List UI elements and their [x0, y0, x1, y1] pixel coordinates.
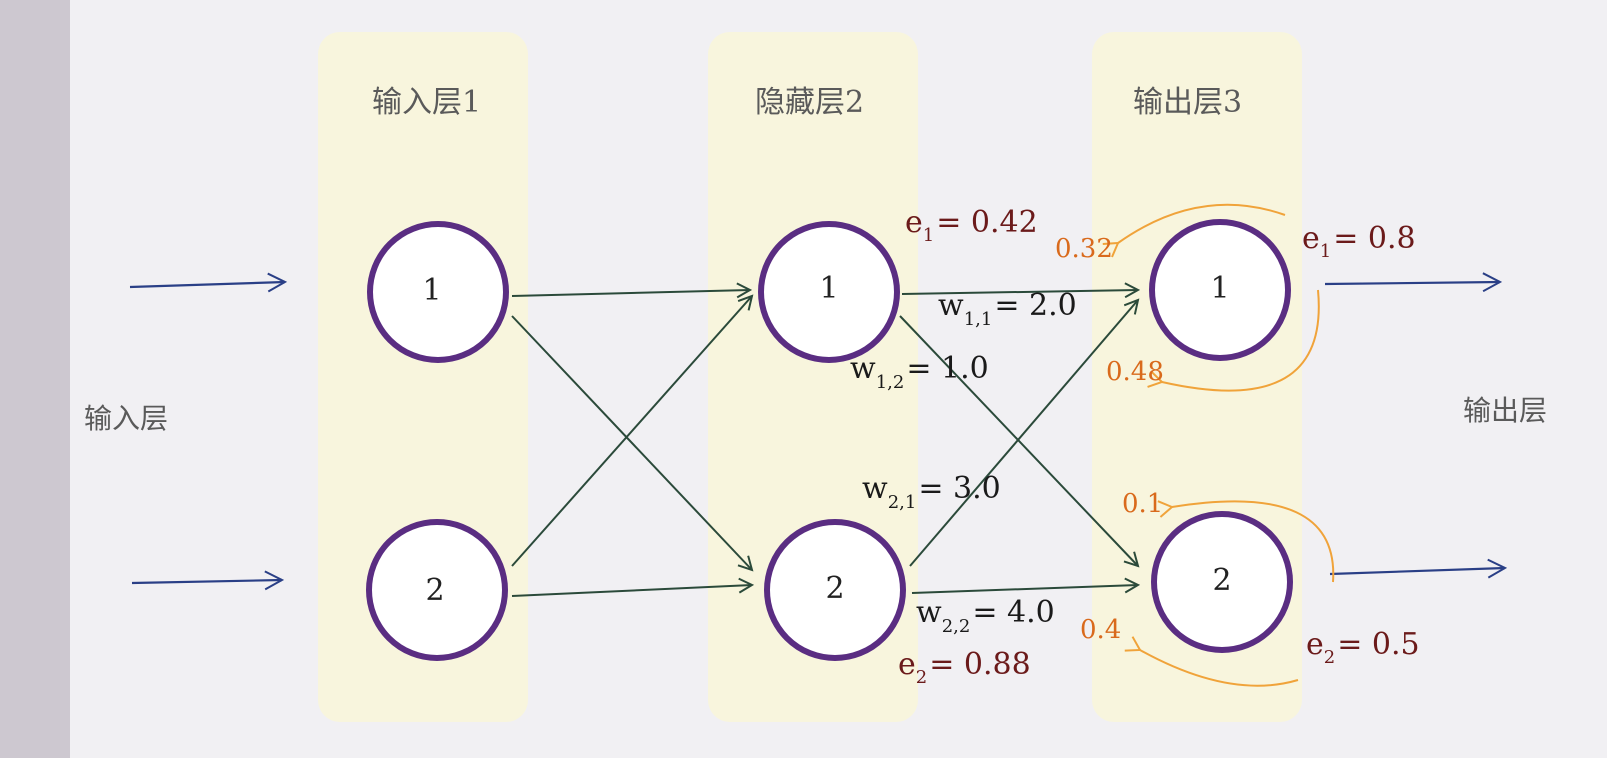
- hidden-error-e1: e1= 0.42: [905, 205, 1038, 246]
- layer-title-input: 输入层1: [372, 85, 481, 120]
- page-shadow: [0, 0, 70, 758]
- link-in2-h2: [511, 585, 752, 597]
- backprop-share-01: 0.1: [1122, 489, 1163, 519]
- backprop-arc-o1-bottom: [1147, 289, 1320, 392]
- backprop-arc-o2-bottom: [1124, 636, 1299, 687]
- output-arrow-1: [1324, 282, 1500, 284]
- input-arrow-1: [129, 282, 285, 287]
- link-h2-o1: [909, 300, 1138, 567]
- weight-w12: w1,2= 1.0: [850, 351, 989, 393]
- link-h2-o2: [911, 585, 1138, 594]
- weight-w11: w1,1= 2.0: [938, 288, 1077, 330]
- node-label: 2: [1212, 563, 1231, 598]
- link-in1-h1: [511, 290, 750, 296]
- link-h1-o2: [899, 315, 1138, 566]
- link-h1-o1: [901, 290, 1138, 294]
- side-label-input: 输入层: [84, 402, 168, 435]
- node-label: 2: [425, 573, 444, 608]
- node-label: 1: [422, 273, 441, 308]
- backprop-share-032: 0.32: [1055, 234, 1113, 264]
- node-label: 1: [1210, 271, 1229, 306]
- side-label-output: 输出层: [1463, 394, 1547, 427]
- backprop-arc-o1-top: [1102, 203, 1286, 258]
- node-hidden-1: 1: [758, 221, 900, 363]
- node-output-2: 2: [1151, 511, 1293, 653]
- link-in2-h1: [511, 296, 752, 567]
- node-output-1: 1: [1149, 219, 1291, 361]
- node-label: 2: [825, 571, 844, 606]
- output-arrow-2: [1329, 568, 1505, 574]
- backprop-arc-o2-top: [1157, 500, 1335, 583]
- layer-title-output: 输出层3: [1133, 85, 1242, 120]
- hidden-error-e2: e2= 0.88: [898, 647, 1031, 688]
- backprop-share-04: 0.4: [1080, 615, 1121, 645]
- node-input-2: 2: [366, 519, 508, 661]
- input-arrow-2: [131, 580, 282, 583]
- weight-w21: w2,1= 3.0: [862, 471, 1001, 513]
- node-hidden-2: 2: [764, 519, 906, 661]
- backprop-share-048: 0.48: [1106, 357, 1164, 387]
- output-error-e2: e2= 0.5: [1306, 627, 1420, 668]
- link-in1-h2: [511, 315, 752, 570]
- node-label: 1: [819, 271, 838, 306]
- output-error-e1: e1= 0.8: [1302, 221, 1416, 262]
- layer-title-hidden: 隐藏层2: [755, 85, 864, 120]
- weight-w22: w2,2= 4.0: [916, 595, 1055, 637]
- node-input-1: 1: [367, 221, 509, 363]
